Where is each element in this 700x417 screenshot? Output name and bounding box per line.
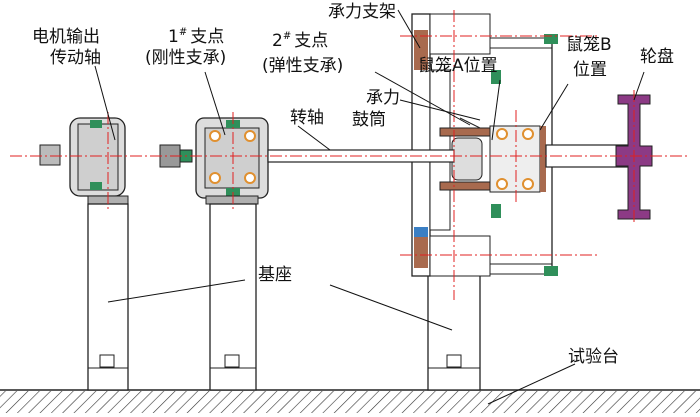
- pivot-2-number: 2: [272, 31, 283, 51]
- centerlines: [10, 10, 690, 300]
- pivot-2-superscript: #: [283, 31, 291, 42]
- label-drum-line1: 承力: [366, 88, 400, 108]
- label-drum-line2: 鼓筒: [352, 110, 386, 130]
- pivot-1-bearing-housing: [195, 117, 269, 205]
- label-shaft: 转轴: [290, 108, 324, 128]
- pivot-1-number: 1: [168, 27, 179, 47]
- label-test-bench: 试验台: [568, 347, 619, 367]
- label-bearing-frame: 承力支架: [328, 2, 396, 22]
- label-cage-b-line2: 位置: [573, 60, 607, 80]
- test-bench-ground: [0, 389, 700, 413]
- label-motor-shaft-line2: 传动轴: [50, 48, 101, 68]
- label-pivot-1-subtitle: (刚性支承): [145, 48, 226, 68]
- label-cage-a: 鼠笼A位置: [418, 56, 498, 76]
- label-cage-b-line1: 鼠笼B: [566, 35, 612, 55]
- label-pivot-2-subtitle: (弹性支承): [262, 56, 343, 76]
- label-base: 基座: [258, 265, 292, 285]
- base-column-2: [209, 203, 257, 391]
- pivot-1-word: 支点: [190, 27, 224, 47]
- label-pivot-1: 1#支点: [168, 27, 224, 47]
- base-column-1: [87, 203, 129, 391]
- label-motor-shaft-line1: 电机输出: [32, 27, 100, 47]
- motor-coupling-housing: [39, 117, 193, 205]
- label-wheel: 轮盘: [640, 47, 674, 67]
- pivot-2-word: 支点: [294, 31, 328, 51]
- leader-lines: [94, 9, 645, 405]
- pivot-1-superscript: #: [179, 27, 187, 38]
- label-pivot-2: 2#支点: [272, 31, 328, 51]
- bearing-drum-assembly: [439, 117, 546, 193]
